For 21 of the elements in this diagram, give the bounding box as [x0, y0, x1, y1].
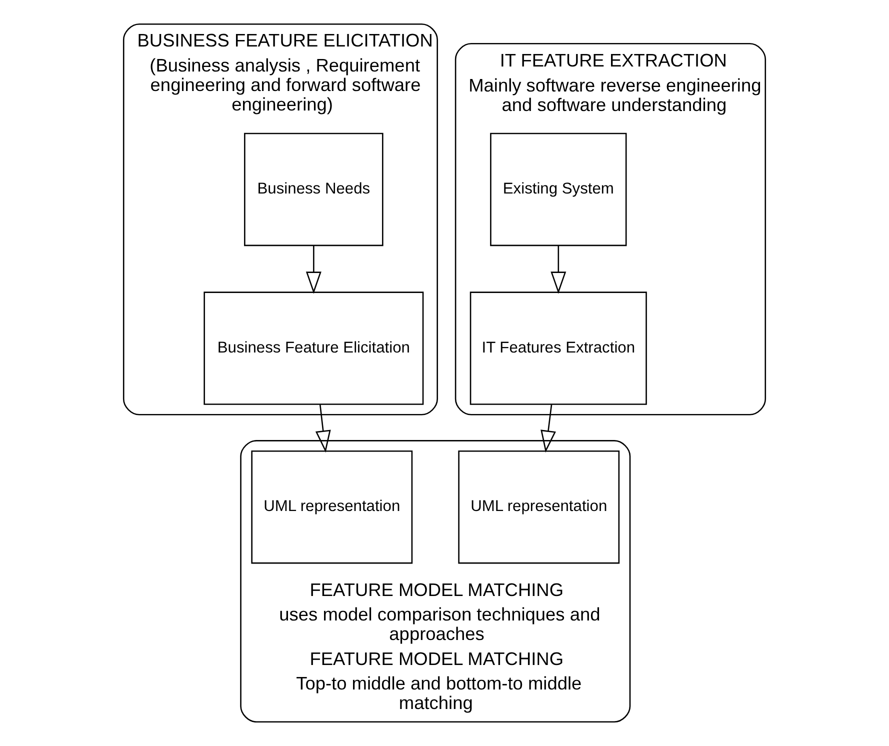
node-label: (Business analysis , Requirement engineering and forward software engineering): [150, 55, 421, 114]
node-label: FEATURE MODEL MATCHING: [310, 648, 564, 669]
node-label: Top-to middle and bottom-to middle matching: [296, 674, 582, 714]
node-box: IT Features Extraction: [470, 292, 647, 405]
arrow: [315, 404, 331, 453]
node-box: UML representation: [458, 450, 620, 564]
node-label: uses model comparison techniques and approaches: [279, 604, 600, 644]
node-label: FEATURE MODEL MATCHING: [310, 580, 564, 600]
node-label: BUSINESS FEATURE ELICITATION: [137, 30, 433, 51]
node-box: UML representation: [251, 450, 413, 564]
arrow: [550, 246, 566, 294]
arrow: [540, 404, 556, 453]
arrow: [306, 246, 322, 294]
node-box: Business Needs: [244, 132, 384, 246]
node-box: Business Feature Elicitation: [204, 292, 424, 405]
cluster: [122, 23, 438, 416]
cluster: [454, 43, 766, 416]
cluster: [240, 440, 631, 723]
node-label: IT FEATURE EXTRACTION: [500, 50, 727, 71]
node-label: Mainly software reverse engineering and software understanding: [468, 75, 762, 115]
node-box: Existing System: [490, 132, 627, 246]
